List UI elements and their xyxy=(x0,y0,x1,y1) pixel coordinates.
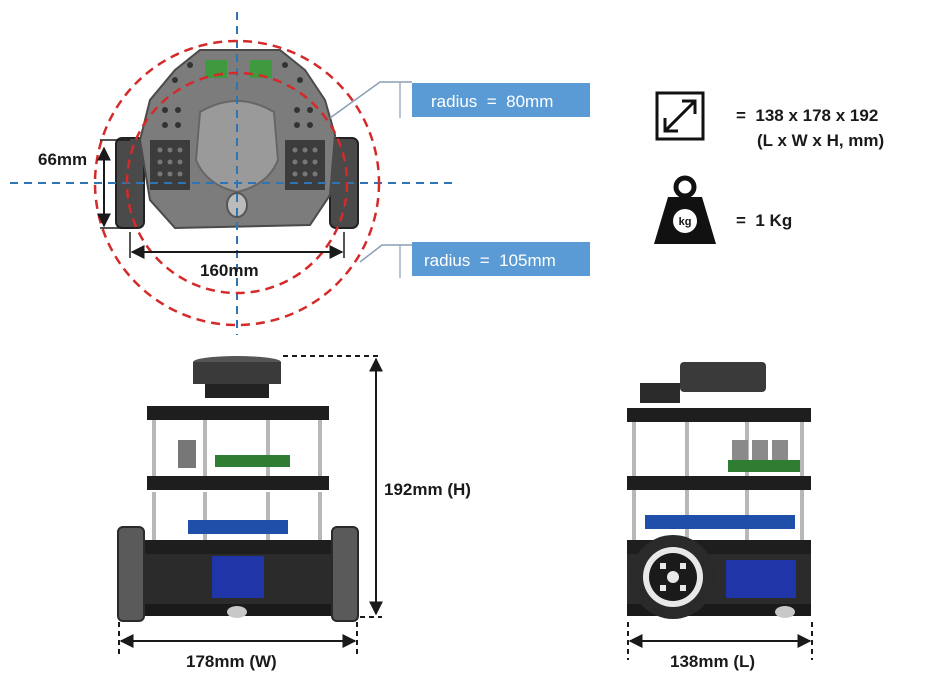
plate-holes xyxy=(162,62,313,128)
radius-105-callout xyxy=(412,242,590,276)
track-160mm-label: 160mm xyxy=(200,261,259,280)
top-green-board-right xyxy=(250,60,272,78)
side-view: 138mm (L) xyxy=(627,362,813,671)
radius-80-circle xyxy=(125,71,349,295)
top-lidar xyxy=(194,100,280,194)
radius-80-callout xyxy=(412,83,590,117)
front-bottom-plate xyxy=(143,540,333,554)
top-view: 66mm 160mm radius = 80mm radius = 105mm xyxy=(10,12,590,335)
side-middle-plate xyxy=(627,476,811,490)
svg-text:kg: kg xyxy=(679,216,692,228)
front-sbc-board xyxy=(215,455,290,467)
resize-arrows-icon xyxy=(655,91,705,141)
front-right-wheel xyxy=(331,526,359,622)
specs-panel: = 138 x 178 x 192 (L x W x H, mm) kg = 1… xyxy=(654,91,884,244)
width-178mm-label: 178mm (W) xyxy=(186,652,277,671)
front-control-board xyxy=(188,520,288,534)
weight-kg-icon: kg xyxy=(654,175,716,244)
side-top-plate xyxy=(627,408,811,422)
radius-105-circle xyxy=(93,39,381,327)
front-view: 192mm (H) 178mm (W) xyxy=(117,355,471,671)
side-control-board xyxy=(645,515,795,529)
callout-leader-105 xyxy=(359,244,412,263)
length-138mm-label: 138mm (L) xyxy=(670,652,755,671)
top-caster xyxy=(226,192,248,218)
radius-80-label: radius = 80mm xyxy=(431,92,553,111)
weight-value: = 1 Kg xyxy=(736,211,792,230)
side-lidar xyxy=(680,362,766,392)
front-left-wheel xyxy=(117,526,145,622)
dimensions-line-1: = 138 x 178 x 192 xyxy=(736,106,878,125)
front-lidar xyxy=(193,362,281,384)
side-sbc-board xyxy=(728,460,800,472)
side-battery xyxy=(726,560,796,598)
callout-leader-80 xyxy=(329,81,412,119)
front-top-plate xyxy=(147,406,329,420)
front-middle-plate xyxy=(147,476,329,490)
height-192mm-label: 192mm (H) xyxy=(384,480,471,499)
dimensions-line-2: (L x W x H, mm) xyxy=(757,131,884,150)
front-battery xyxy=(212,556,264,598)
depth-66mm-label: 66mm xyxy=(38,150,87,169)
side-wheel xyxy=(631,535,715,619)
radius-105-label: radius = 105mm xyxy=(424,251,556,270)
